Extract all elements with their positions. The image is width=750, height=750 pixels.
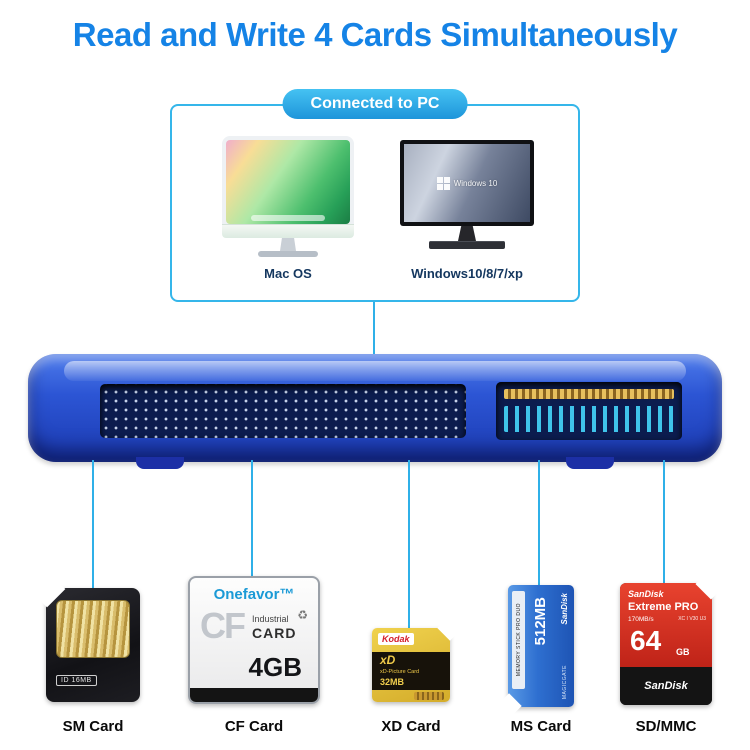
imac-wallpaper: [226, 140, 350, 224]
sd-series: Extreme PRO: [628, 601, 699, 613]
connector-line-pc: [373, 302, 375, 356]
windows-label: Windows10/8/7/xp: [411, 266, 523, 281]
kodak-logo: Kodak: [378, 633, 414, 645]
connector-line-cf: [251, 460, 253, 576]
caption-ms-card: MS Card: [510, 718, 572, 735]
ms-strip-text: MEMORY STICK PRO DUO: [515, 603, 522, 677]
sd-black-area: SanDisk: [620, 667, 712, 705]
caption-sm-card: SM Card: [62, 718, 124, 735]
cf-brand: Onefavor™: [213, 586, 295, 603]
sd-bottom-brand: SanDisk: [644, 680, 688, 692]
cf-card: Onefavor™ CF ♻ Industrial CARD 4GB: [188, 576, 320, 704]
connector-line-sd: [663, 460, 665, 583]
imac-screen: [222, 136, 354, 224]
cf-card-text: CARD: [252, 625, 297, 641]
sm-card: ID 16MB: [28, 570, 140, 702]
windows-screen-text: Windows 10: [453, 178, 498, 188]
connector-line-ms: [538, 460, 540, 585]
cf-capacity: 4GB: [248, 652, 302, 682]
card-reader-device: [28, 354, 722, 469]
imac-dock: [250, 215, 326, 221]
ms-side-strip: MEMORY STICK PRO DUO: [512, 591, 525, 689]
ms-brand: SanDisk: [560, 593, 569, 625]
sd-brand: SanDisk: [628, 589, 664, 599]
xd-capacity: 32MB: [380, 677, 405, 687]
ms-capacity: 512MB: [532, 597, 549, 646]
connector-line-xd: [408, 460, 410, 628]
page-title: Read and Write 4 Cards Simultaneously: [72, 16, 678, 53]
sd-capacity: 64: [630, 625, 662, 656]
connected-to-pc-badge: Connected to PC: [282, 89, 468, 119]
imac-chin: [222, 224, 354, 238]
recycle-icon: ♻: [297, 608, 308, 622]
xd-corner-cut: [437, 615, 463, 641]
connector-line-sm: [92, 460, 94, 588]
connected-to-pc-box: Connected to PC Windows 10: [170, 89, 580, 302]
sd-class-badges: XC I V30 U3: [678, 616, 706, 622]
imac-monitor: [222, 136, 354, 257]
windows-stand-base: [429, 241, 505, 249]
imac-stand-neck: [280, 238, 296, 251]
sm-capacity-label: ID 16MB: [56, 675, 97, 686]
sm-gold-contact: [56, 600, 130, 658]
device-top-sheen: [64, 361, 686, 381]
sd-speed: 170MB/s: [628, 616, 654, 623]
cf-bottom-strip: [190, 688, 318, 702]
windows-screen: Windows 10: [400, 140, 534, 226]
sd-capacity-unit: GB: [676, 647, 690, 657]
windows-stand-neck: [458, 226, 476, 241]
slot-gold-contacts: [504, 389, 674, 399]
xd-black-band: xD xD-Picture Card 32MB: [372, 652, 450, 690]
sd-card: SanDisk Extreme PRO 170MB/s XC I V30 U3 …: [620, 568, 727, 705]
xd-gold-contacts: [414, 692, 444, 700]
device-foot-right: [566, 457, 614, 469]
xd-card: Kodak xD xD-Picture Card 32MB: [372, 615, 463, 702]
ms-corner-cut: [496, 693, 522, 719]
device-foot-left: [136, 457, 184, 469]
windows-logo-icon: [436, 176, 450, 190]
windows-wallpaper: Windows 10: [404, 144, 530, 222]
cf-slot-pins: [100, 384, 466, 438]
mac-os-label: Mac OS: [264, 266, 312, 281]
sd-red-area: SanDisk Extreme PRO 170MB/s XC I V30 U3 …: [620, 583, 712, 667]
imac-stand-base: [258, 251, 318, 257]
sd-ms-slot: [496, 382, 682, 440]
windows-screen-content: Windows 10: [404, 144, 530, 222]
xd-type-letters: xD: [380, 653, 396, 667]
ms-card: MEMORY STICK PRO DUO 512MB SanDisk MAGIC…: [496, 585, 574, 719]
caption-xd-card: XD Card: [381, 718, 441, 735]
windows-monitor: Windows 10: [400, 140, 534, 249]
cf-type-letters: CF: [200, 605, 246, 646]
caption-cf-card: CF Card: [224, 718, 284, 735]
slot-teeth: [504, 406, 674, 432]
caption-sd-mmc: SD/MMC: [635, 718, 697, 735]
cf-industrial-text: Industrial: [252, 614, 289, 624]
xd-subtitle: xD-Picture Card: [380, 669, 420, 675]
ms-magicgate-text: MAGICGATE: [562, 664, 568, 699]
